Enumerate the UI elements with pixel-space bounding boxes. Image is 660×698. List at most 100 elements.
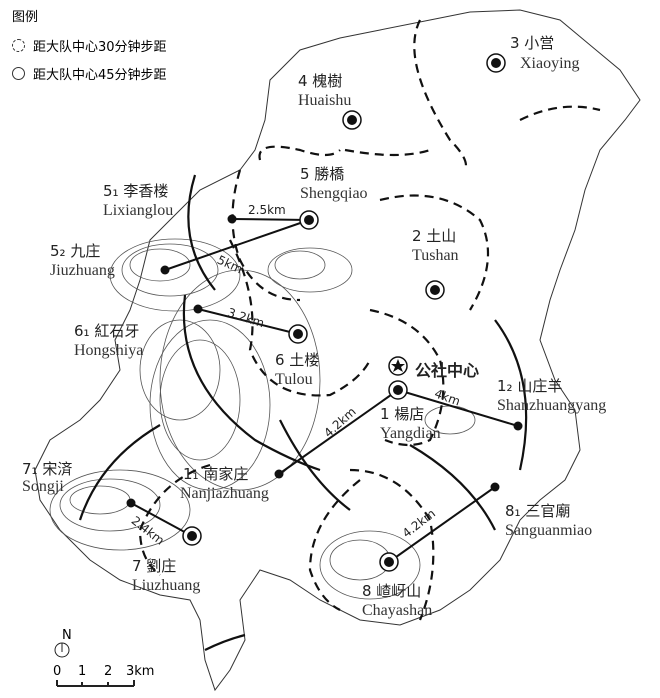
distance-lines — [130, 218, 519, 563]
45min-arc — [279, 419, 351, 511]
contour-line — [319, 530, 421, 600]
legend-title: 图例 — [12, 10, 39, 25]
sanguanmiao-marker-icon — [490, 482, 500, 492]
nanjiazhuang-marker-icon — [274, 469, 284, 479]
place-label-cn: 7 劉庄 — [132, 557, 177, 575]
distance-line — [278, 389, 399, 475]
contour-line — [139, 319, 221, 421]
place-label-cn: 1₂ 山庄羊 — [497, 377, 563, 395]
30min-arc — [308, 479, 361, 611]
contour-line — [49, 469, 191, 551]
30min-arc — [369, 308, 445, 447]
contour-line — [274, 250, 326, 280]
30min-arc — [519, 105, 601, 121]
place-label-en: Shengqiao — [300, 185, 368, 202]
45min-arc — [182, 294, 321, 472]
place-label-en: Tulou — [275, 371, 313, 388]
scale-tick: 1 — [78, 664, 87, 679]
place-label-en: Xiaoying — [520, 55, 580, 72]
distance-line — [397, 389, 519, 427]
distance-line — [231, 218, 310, 221]
place-label-en: Liuzhuang — [132, 577, 201, 594]
place-label-cn: 1 楊店 — [380, 405, 425, 423]
contour-line — [121, 243, 219, 297]
place-label-cn: 5₁ 李香楼 — [103, 182, 169, 200]
chayashan-marker-icon — [379, 552, 399, 572]
distance-line — [388, 486, 496, 563]
legend-item-45min: 距大队中心45分钟步距 — [12, 64, 167, 83]
30min-arc — [349, 468, 435, 621]
contour-lines — [49, 238, 476, 600]
solid-circle-icon — [12, 67, 25, 80]
30min-arc — [344, 148, 431, 157]
contour-line — [129, 248, 191, 282]
place-label-cn: 4 槐樹 — [298, 72, 343, 90]
place-label-cn: 1₁ 南家庄 — [183, 465, 249, 483]
place-label-en: Hongshiya — [74, 342, 144, 359]
tulou-marker-icon — [288, 324, 308, 344]
place-label-en: Chayashan — [362, 602, 433, 619]
legend-label: 距大队中心30分钟步距 — [33, 40, 167, 55]
45min-arc — [187, 174, 216, 291]
place-label-cn: 5₂ 九庄 — [50, 242, 101, 260]
place-label-en: Lixianglou — [103, 202, 174, 219]
contour-line — [59, 478, 161, 532]
place-label-en: Songji — [22, 478, 64, 495]
place-label-cn: 3 小営 — [510, 34, 555, 52]
jiuzhuang-marker-icon — [160, 265, 170, 275]
place-label-en: Shanzhuangyang — [497, 397, 607, 414]
distance-line — [164, 219, 310, 271]
legend-label: 距大队中心45分钟步距 — [33, 68, 167, 83]
scale-tick: 2 — [104, 664, 113, 679]
legend-item-30min: 距大队中心30分钟步距 — [12, 36, 167, 55]
shanzhuangyang-marker-icon — [513, 421, 523, 431]
tushan-marker-icon — [425, 280, 445, 300]
place-label-cn: 8 嵖岈山 — [362, 582, 422, 600]
scale-tick: 0 — [53, 664, 62, 679]
place-label-en: Sanguanmiao — [505, 522, 593, 539]
45min-arc — [494, 319, 528, 471]
scale-bar — [56, 680, 135, 687]
distance-line — [197, 308, 299, 335]
xiaoying-marker-icon — [486, 53, 506, 73]
yangdian-marker-icon — [388, 380, 408, 400]
place-label-cn: 6₁ 紅石牙 — [74, 322, 140, 340]
hongshiya-marker-icon — [193, 304, 203, 314]
place-markers — [126, 53, 523, 572]
45min-arc — [204, 633, 246, 651]
30min-arc — [413, 19, 468, 171]
place-label-cn: 5 勝橋 — [300, 165, 345, 183]
lixianglou-marker-icon — [227, 214, 237, 224]
place-label-cn: 2 土山 — [412, 227, 457, 245]
place-label-cn: 6 土楼 — [275, 351, 320, 369]
liuzhuang-marker-icon — [182, 526, 202, 546]
songji-marker-icon — [126, 498, 136, 508]
contour-line — [267, 247, 353, 293]
star-circle-icon — [388, 356, 408, 376]
45min-arc — [78, 424, 161, 521]
contour-line — [159, 339, 241, 461]
place-label-en: Tushan — [412, 247, 459, 264]
place-label-en: Yangdian — [380, 425, 441, 442]
30min-arc — [138, 463, 211, 576]
place-label-cn: 7₁ 宋済 — [22, 460, 73, 478]
place-label-en: Nanjiazhuang — [180, 485, 269, 502]
shengqiao-marker-icon — [299, 210, 319, 230]
distance-label: 2.5km — [248, 203, 286, 217]
commune-center-label: 公社中心 — [415, 361, 480, 380]
45min-arc — [409, 444, 496, 531]
30min-arc — [258, 145, 341, 161]
place-label-en: Jiuzhuang — [50, 262, 115, 279]
north-arrow-icon — [54, 642, 70, 658]
30min-arc — [379, 194, 490, 311]
contour-line — [159, 269, 321, 491]
commune-boundary — [34, 9, 641, 692]
north-label: N — [62, 628, 72, 643]
contour-line — [109, 238, 241, 312]
place-label-cn: 8₁ 三官廟 — [505, 502, 571, 520]
scale-tick: 3km — [126, 664, 155, 679]
contour-line — [149, 319, 271, 491]
place-label-en: Huaishu — [298, 92, 352, 109]
